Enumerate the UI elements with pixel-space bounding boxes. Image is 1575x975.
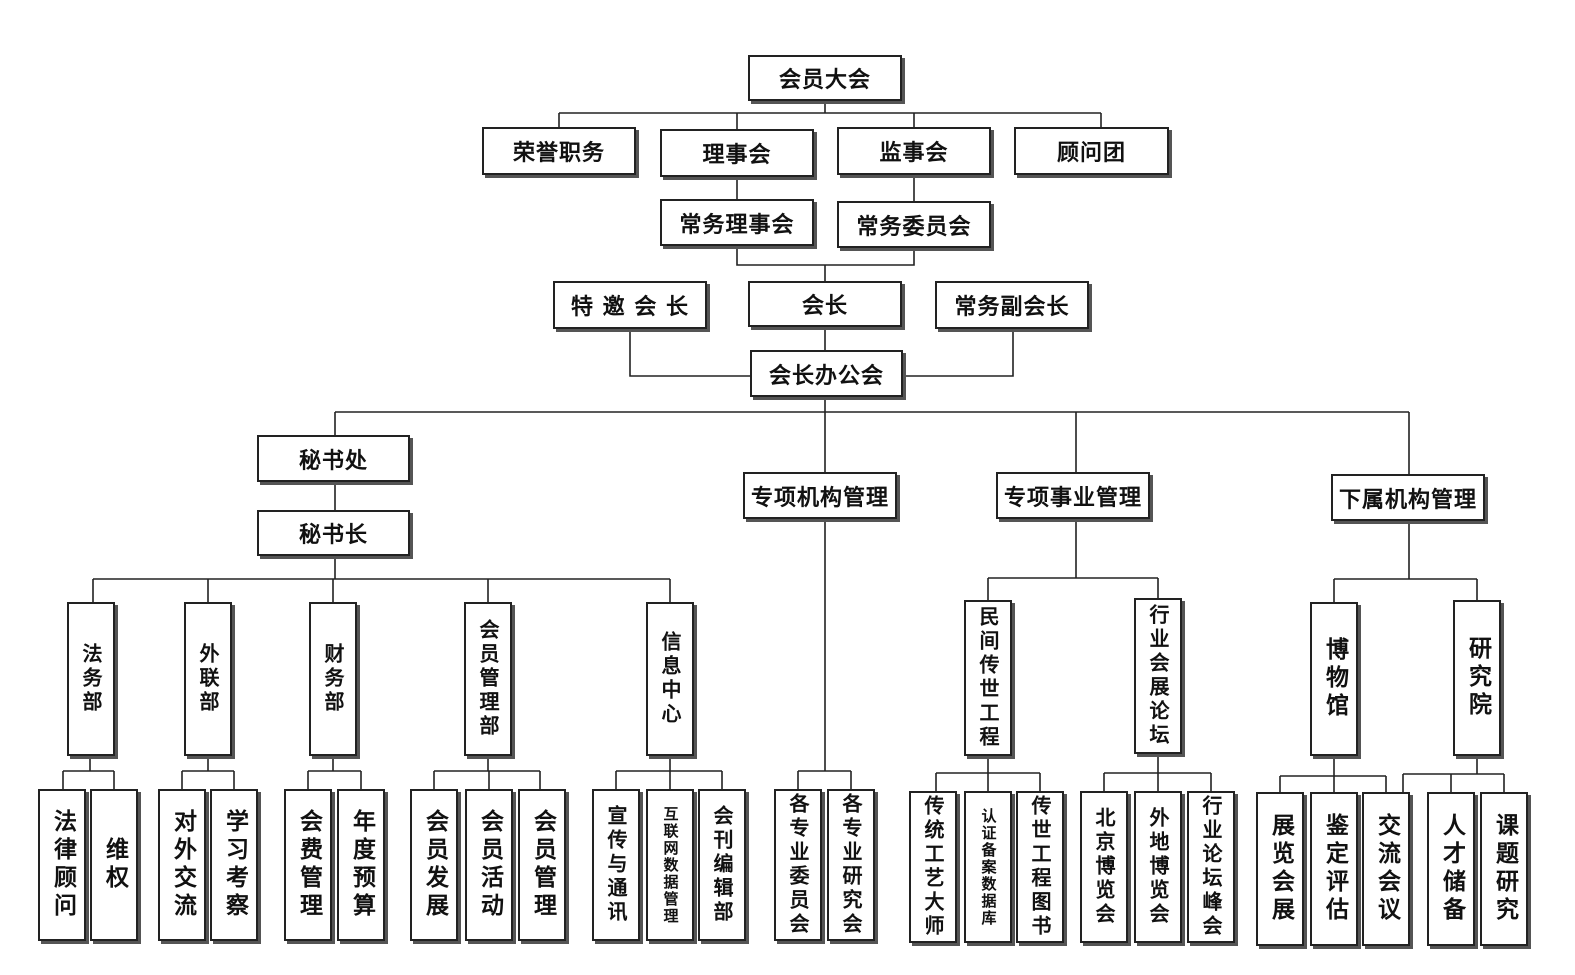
member-development-box: 会员发展: [410, 789, 458, 941]
external-relations-dept-box: 外联部: [184, 602, 232, 756]
internet-data-management-box: 互联网数据管理: [646, 789, 694, 941]
craft-master-box: 传统工艺大师: [909, 791, 957, 943]
membership-fee-box: 会费管理: [284, 789, 332, 941]
journal-editorial-box: 会刊编辑部: [698, 789, 746, 941]
topic-research-box: 课题研究: [1480, 792, 1528, 946]
certification-database-box: 认证备案数据库: [964, 791, 1012, 943]
member-activities-box: 会员活动: [465, 789, 513, 941]
professional-research-box: 各专业研究会: [827, 789, 875, 941]
museum-box: 博物馆: [1310, 602, 1358, 756]
general-assembly-box: 会员大会: [748, 55, 902, 101]
standing-committee-box: 常务委员会: [837, 201, 991, 248]
beijing-expo-box: 北京博览会: [1080, 791, 1128, 943]
member-administration-box: 会员管理: [518, 789, 566, 941]
annual-budget-box: 年度预算: [337, 789, 385, 941]
advisory-box: 顾问团: [1014, 127, 1169, 175]
research-institute-box: 研究院: [1453, 600, 1501, 756]
industry-expo-forum-box: 行业会展论坛: [1134, 598, 1182, 754]
special-business-box: 专项事业管理: [996, 472, 1150, 519]
secretary-general-box: 秘书长: [257, 510, 410, 556]
exec-vice-president-box: 常务副会长: [935, 281, 1089, 329]
special-president-box: 特 邀 会 长: [553, 281, 707, 329]
publicity-communication-box: 宣传与通讯: [592, 789, 640, 941]
professional-committees-box: 各专业委员会: [774, 789, 822, 941]
subordinate-institutions-box: 下属机构管理: [1331, 474, 1485, 521]
supervisory-box: 监事会: [837, 127, 991, 175]
member-management-dept-box: 会员管理部: [464, 602, 512, 756]
industry-summit-box: 行业论坛峰会: [1187, 791, 1235, 943]
appraisal-box: 鉴定评估: [1310, 792, 1358, 946]
exchange-conference-box: 交流会议: [1362, 792, 1410, 946]
finance-dept-box: 财务部: [309, 602, 357, 756]
president-box: 会长: [748, 281, 902, 327]
information-center-box: 信息中心: [646, 602, 694, 756]
exhibition-box: 展览会展: [1256, 792, 1304, 946]
president-office-box: 会长办公会: [750, 350, 903, 397]
study-tour-box: 学习考察: [210, 789, 258, 941]
heritage-books-box: 传世工程图书: [1016, 791, 1064, 943]
regional-expo-box: 外地博览会: [1134, 791, 1182, 943]
secretariat-office-box: 秘书处: [257, 435, 410, 482]
legal-dept-box: 法务部: [67, 602, 115, 756]
rights-protection-box: 维权: [90, 789, 138, 941]
legal-advisor-box: 法律顾问: [38, 789, 86, 941]
folk-heritage-box: 民间传世工程: [964, 600, 1012, 756]
honorary-box: 荣誉职务: [482, 127, 636, 175]
council-box: 理事会: [660, 129, 814, 177]
talent-reserve-box: 人才储备: [1427, 792, 1475, 946]
standing-council-box: 常务理事会: [660, 199, 814, 246]
external-exchange-box: 对外交流: [158, 789, 206, 941]
special-institutions-box: 专项机构管理: [743, 472, 897, 519]
